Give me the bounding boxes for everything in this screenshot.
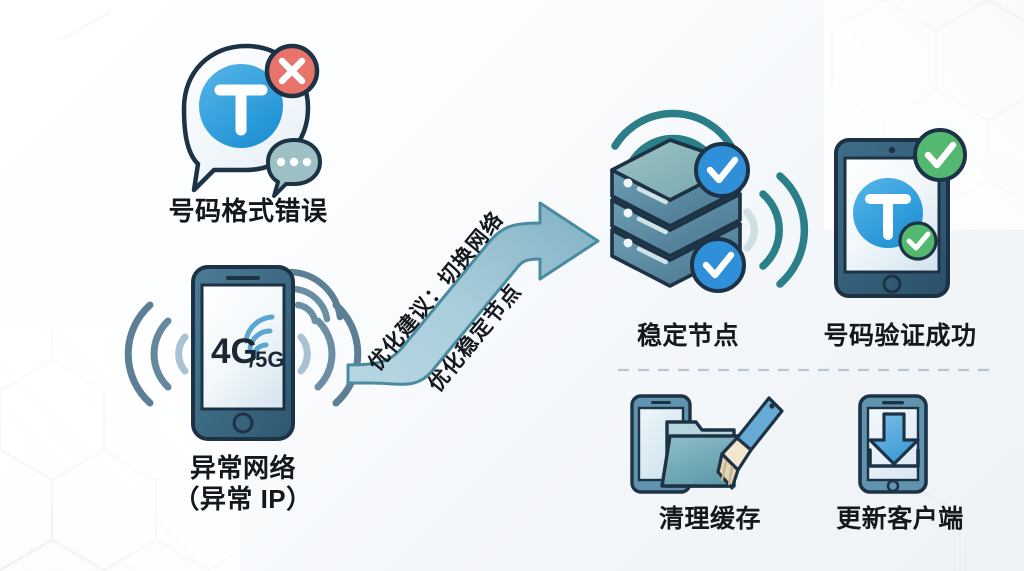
smartphone-shape [191,265,295,441]
update-client-icon-group [842,392,950,496]
format-error-label: 号码格式错误 [168,196,328,226]
typing-dots-bubble-icon [266,138,322,198]
screen-signal-arcs [243,314,275,359]
clear-cache-label: 清理缓存 [658,505,761,533]
signal-arcs-topright [287,268,344,325]
verified-label: 号码验证成功 [823,322,977,350]
dashed-divider [618,368,990,372]
teal-wifi-arcs-right [743,172,809,288]
stable-node-icon-group [600,88,810,300]
update-client-label: 更新客户端 [836,505,964,533]
bad-network-icon-group: 4G /5G [124,255,362,450]
clear-cache-icon-group [622,392,792,496]
signal-arcs-left [124,301,189,407]
download-arrow-icon [868,412,920,468]
screen-5g-text: /5G [249,347,284,372]
cache-brush-icon [716,396,784,490]
error-cross-badge [264,43,320,99]
blue-check-badge-upper [694,142,750,198]
verified-icon-group [812,128,984,318]
format-error-icon-group [168,38,328,203]
optimization-arrow [330,195,620,395]
app-logo-circle [199,64,283,148]
stable-node-label: 稳定节点 [636,322,739,350]
blue-check-badge-lower [690,237,746,293]
bad-network-label: 异常网络 （异常 IP） [118,453,368,514]
screen-4g-text: 4G [211,332,258,371]
arrow-shape [346,201,600,386]
green-check-badge-small [898,221,938,261]
bad-network-label-line1: 异常网络 [189,453,296,483]
bad-network-label-line2: （异常 IP） [173,483,313,514]
green-check-badge-large [913,128,967,182]
signal-arcs-right [297,301,362,407]
